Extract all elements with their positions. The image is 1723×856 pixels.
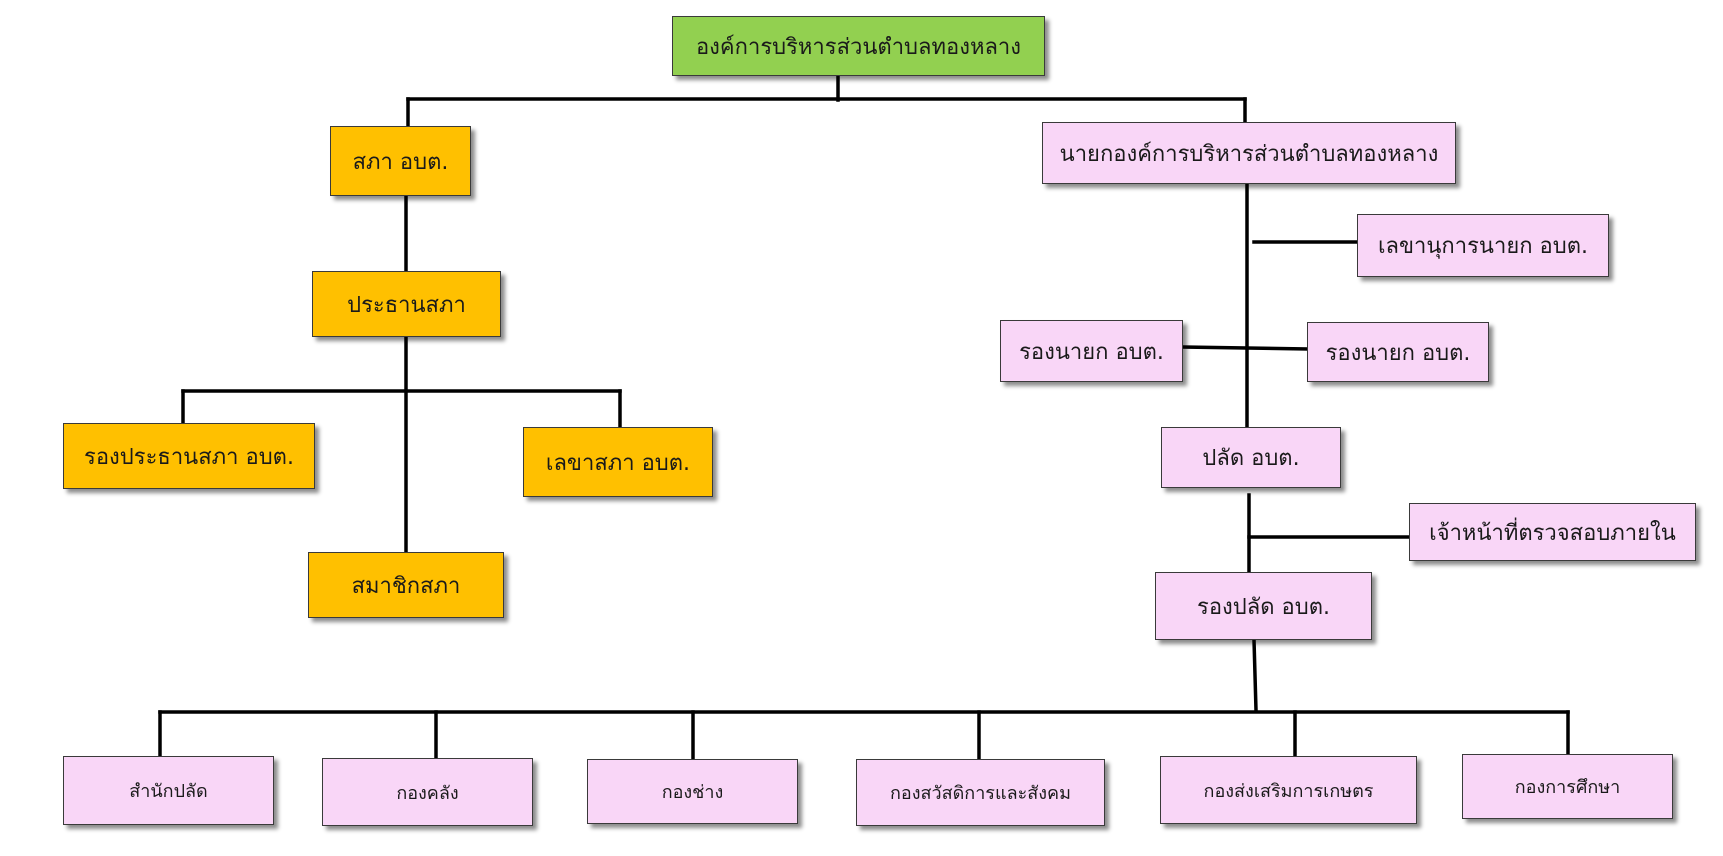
department-label: กองส่งเสริมการเกษตร — [1203, 780, 1374, 802]
root-box: องค์การบริหารส่วนตำบลทองหลาง — [672, 16, 1045, 76]
council-members-label: สมาชิกสภา — [351, 573, 461, 599]
root-label: องค์การบริหารส่วนตำบลทองหลาง — [695, 34, 1022, 60]
deputy-chief-box: รองปลัด อบต. — [1155, 572, 1372, 640]
deputy-mayor-right-label: รองนายก อบต. — [1325, 340, 1471, 366]
deputy-mayor-right-box: รองนายก อบต. — [1307, 322, 1489, 382]
department-box: สำนักปลัด — [63, 756, 274, 825]
department-box: กองช่าง — [587, 759, 798, 824]
council-secretary-box: เลขาสภา อบต. — [523, 427, 713, 497]
deputy-mayor-left-label: รองนายก อบต. — [1019, 339, 1164, 365]
chairman-box: ประธานสภา — [312, 271, 501, 337]
mayor-secretary-box: เลขานุการนายก อบต. — [1357, 214, 1609, 277]
internal-auditor-box: เจ้าหน้าที่ตรวจสอบภายใน — [1409, 503, 1696, 561]
department-box: กองสวัสดิการและสังคม — [856, 759, 1105, 826]
department-box: กองส่งเสริมการเกษตร — [1160, 756, 1417, 824]
mayor-label: นายกองค์การบริหารส่วนตำบลทองหลาง — [1059, 141, 1439, 167]
council-secretary-label: เลขาสภา อบต. — [545, 450, 691, 476]
internal-auditor-label: เจ้าหน้าที่ตรวจสอบภายใน — [1429, 520, 1676, 546]
council-members-box: สมาชิกสภา — [308, 552, 504, 618]
chairman-label: ประธานสภา — [347, 292, 466, 318]
vice-chairman-box: รองประธานสภา อบต. — [63, 423, 315, 489]
vice-chairman-label: รองประธานสภา อบต. — [84, 444, 294, 470]
council-box: สภา อบต. — [330, 126, 471, 196]
department-box: กองคลัง — [322, 758, 533, 826]
council-label: สภา อบต. — [352, 149, 449, 175]
department-label: กองการศึกษา — [1514, 777, 1621, 798]
department-label: กองสวัสดิการและสังคม — [890, 783, 1071, 804]
mayor-box: นายกองค์การบริหารส่วนตำบลทองหลาง — [1042, 122, 1456, 184]
chief-administrator-label: ปลัด อบต. — [1202, 446, 1300, 471]
department-box: กองการศึกษา — [1462, 754, 1673, 819]
mayor-secretary-label: เลขานุการนายก อบต. — [1378, 234, 1588, 259]
department-label: สำนักปลัด — [129, 781, 208, 802]
department-label: กองคลัง — [396, 782, 459, 804]
deputy-chief-label: รองปลัด อบต. — [1197, 594, 1330, 620]
deputy-mayor-left-box: รองนายก อบต. — [1000, 320, 1183, 382]
department-label: กองช่าง — [661, 782, 724, 803]
chief-administrator-box: ปลัด อบต. — [1161, 427, 1341, 488]
